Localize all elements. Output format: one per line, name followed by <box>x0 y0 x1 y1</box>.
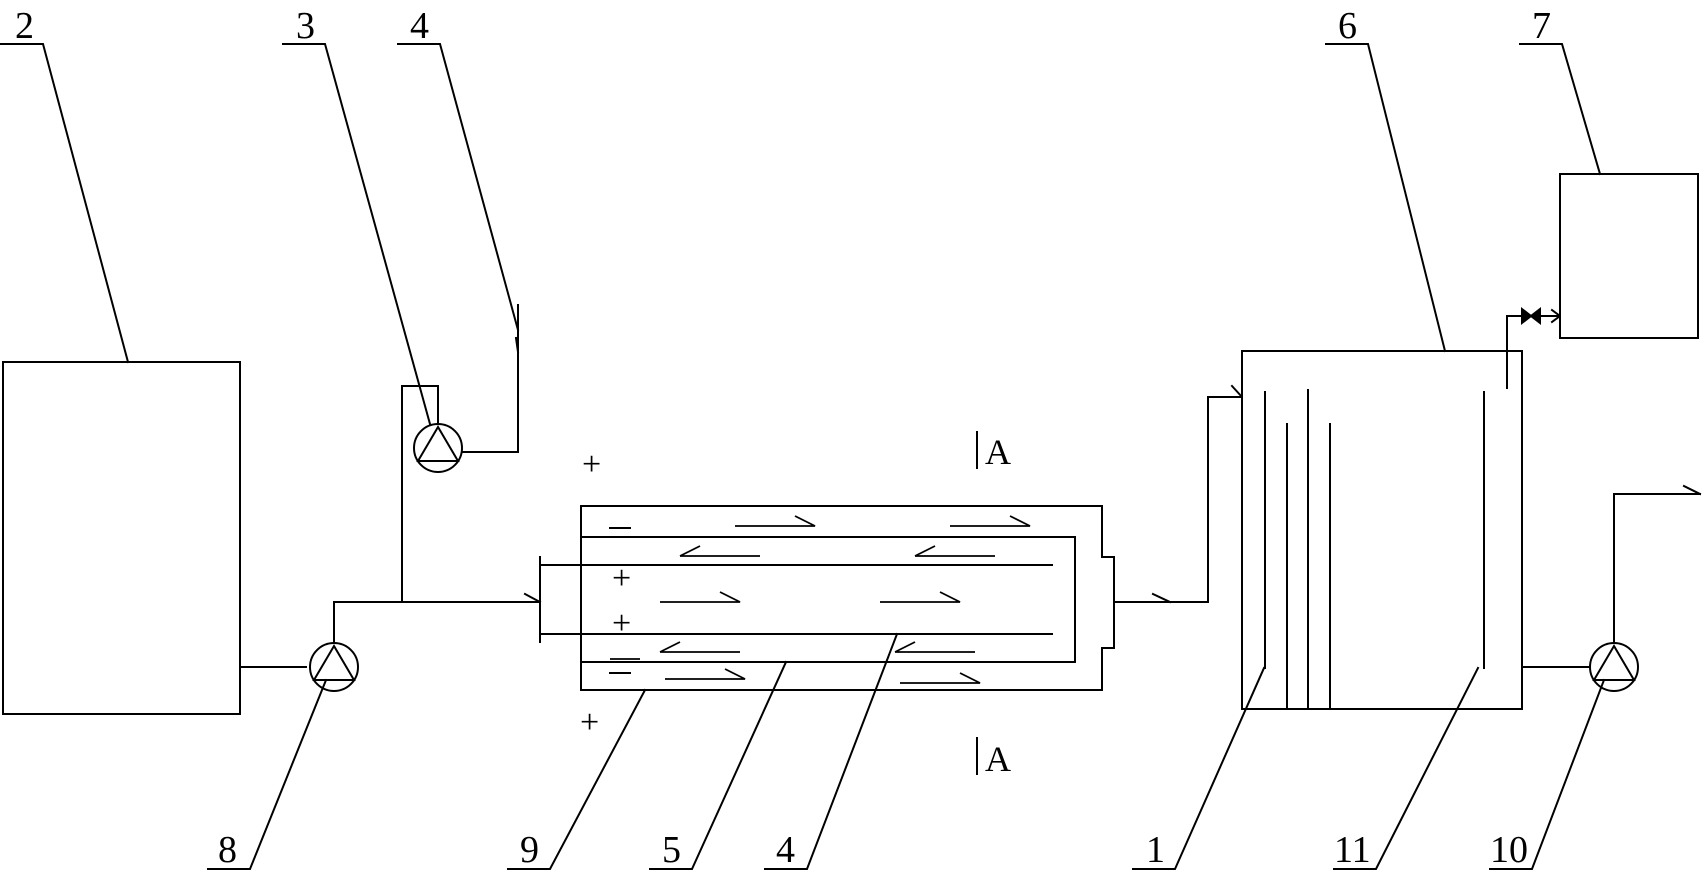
bypass-pipe <box>401 385 439 603</box>
reactor-flow-arrows <box>610 515 1031 684</box>
valve-icon <box>1521 306 1541 326</box>
label-2: 2 <box>15 5 34 47</box>
right-tank <box>1241 350 1523 710</box>
leader-lines <box>0 43 1606 870</box>
section-mark-top: A <box>985 432 1011 472</box>
label-1: 1 <box>1146 829 1165 871</box>
label-6: 6 <box>1338 5 1357 47</box>
right-tank-baffles <box>1264 389 1485 710</box>
label-7: 7 <box>1532 5 1551 47</box>
pump-8-icon <box>309 642 359 692</box>
tank-inlet-arrow <box>1230 384 1244 399</box>
label-4-bottom: 4 <box>776 829 795 871</box>
label-11: 11 <box>1334 829 1371 871</box>
gas-pipe <box>1506 315 1561 389</box>
pump-10-icon <box>1589 642 1639 692</box>
pump-3-icon <box>413 423 463 473</box>
feed-pipe-arrow <box>523 592 542 604</box>
dosing-tick <box>514 336 520 354</box>
gas-tank <box>1559 173 1699 339</box>
section-mark-bottom: A <box>985 739 1011 779</box>
plus-sign-inner-1: + <box>612 560 631 597</box>
plus-sign-bottom: + <box>580 704 599 741</box>
label-8: 8 <box>218 829 237 871</box>
plus-sign-top: + <box>582 446 601 483</box>
label-4-top: 4 <box>410 5 429 47</box>
outlet-pipe <box>1113 396 1243 603</box>
dosing-pipe <box>461 304 519 453</box>
label-5: 5 <box>662 829 681 871</box>
label-3: 3 <box>296 5 315 47</box>
label-9: 9 <box>520 829 539 871</box>
outlet-pipe-arrow <box>1151 592 1172 604</box>
left-tank <box>2 361 241 715</box>
feed-pipe <box>239 601 541 668</box>
tubular-reactor <box>539 505 1115 691</box>
label-10: 10 <box>1490 829 1528 871</box>
discharge-arrow <box>1682 484 1702 496</box>
discharge-pipe <box>1613 493 1701 644</box>
plus-sign-inner-2: + <box>612 605 631 642</box>
